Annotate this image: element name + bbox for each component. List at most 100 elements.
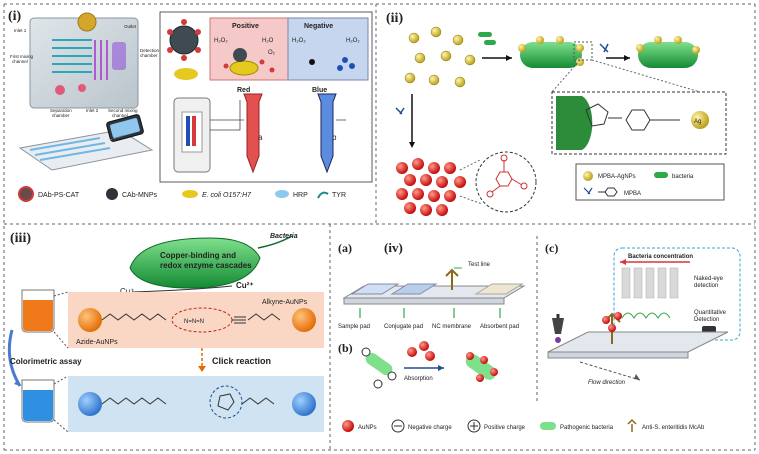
product-box: [68, 376, 324, 432]
ag-particle: [691, 111, 709, 129]
bacterium-bound: [520, 42, 582, 68]
inlet1-label: Inlet 1: [14, 28, 27, 33]
red-label: Red: [237, 87, 250, 94]
naked-eye-label2: detection: [694, 283, 718, 289]
mcab-icon: [627, 418, 637, 432]
alkyne-aunp: [292, 308, 316, 332]
chip-phone-illustration: [18, 114, 154, 171]
absorption-scheme: Absorption: [361, 341, 498, 389]
cascade-line2: redox enzyme cascades: [160, 261, 252, 270]
alkyne-label: Alkyne-AuNPs: [262, 299, 308, 306]
legend-aunps: AuNPs: [358, 425, 377, 431]
panel-i: (i) Inlet 1 First mixing channel Separat…: [8, 9, 373, 202]
positive-o2: O₂: [268, 50, 276, 56]
second-channel-label: channel: [112, 113, 128, 118]
pathogenic-bacteria-icon: [540, 422, 556, 430]
ag-label: Ag: [694, 119, 701, 125]
panel-i-legend: DAb-PS-CAT CAb-MNPs E. coli O157:H7 HRP …: [18, 186, 346, 202]
cu1-label: Cu⁺: [120, 287, 134, 296]
sample-pad-label: Sample pad: [338, 324, 370, 330]
panel-ii-label: (ii): [386, 11, 403, 26]
absorption-label: Absorption: [404, 376, 433, 382]
conjugate-pad-label: Conjugate pad: [384, 324, 423, 330]
panel-iv-label: (iv): [384, 240, 403, 255]
aunps-icon: [342, 420, 354, 432]
positive-label: Positive: [232, 23, 259, 30]
bacteria-icon: [654, 172, 668, 178]
separation-chamber-label: chamber: [52, 113, 70, 118]
cab-mnps-icon: [106, 188, 118, 200]
quantitative-label2: Detection: [694, 317, 719, 323]
panel-iv-legend: AuNPs Negative charge Positive charge Pa…: [342, 418, 705, 433]
positive-h2o: H₂O: [262, 38, 274, 44]
tube-b-label: b: [332, 133, 337, 142]
aggregate-np-right: [292, 392, 316, 416]
mpba-icon: [583, 187, 593, 195]
flow-direction-label: Flow direction: [588, 380, 626, 386]
azide-label: Azide-AuNPs: [76, 339, 118, 346]
sub-c-label: (c): [545, 241, 558, 255]
tubes: Red a Blue b: [173, 87, 346, 174]
detection-scheme: Bacteria concentration Naked-eye detecti…: [547, 247, 741, 386]
panel-ii-legend: [575, 163, 725, 201]
detection-chamber-label: chamber: [140, 53, 158, 58]
positive-box: Positive H₂O₂ H₂O O₂: [209, 17, 289, 81]
bacteria-concentration-label: Bacteria concentration: [628, 254, 693, 260]
quantitative-label1: Quantitative: [694, 310, 727, 316]
ecoli-icon: [182, 190, 198, 198]
legend-hrp: HRP: [293, 192, 308, 199]
colorimetric-label: Colorimetric assay: [10, 357, 82, 366]
negative-label: Negative: [304, 23, 333, 30]
legend-mpba: MPBA: [624, 191, 641, 197]
mpba-agnps-icon: [583, 171, 593, 181]
zoom-circle: [475, 151, 537, 213]
legend-positive: Positive charge: [484, 425, 526, 431]
mpba-agnps-cluster: [404, 26, 476, 88]
panel-i-label: (i): [8, 9, 22, 24]
tyr-icon: [317, 191, 329, 199]
azide-aunp: [78, 308, 102, 332]
legend-pathogenic: Pathogenic bacteria: [560, 425, 614, 431]
panel-iii: (iii) Bacteria Copper-binding and redox …: [7, 231, 324, 433]
legend-tyr: TYR: [332, 192, 346, 199]
first-mixing-label: First mixing: [10, 54, 33, 59]
bacteria-label: Bacteria: [270, 233, 298, 240]
separation-label: Separation: [50, 108, 72, 113]
test-line-label: Test line: [468, 262, 491, 268]
test-line-antibody: [445, 268, 459, 290]
panel-iv: (iv) (a) (b) (c) Test line Sample pad Co…: [338, 240, 741, 433]
capture-complex: [167, 19, 201, 80]
small-bacteria: [478, 32, 496, 45]
second-mixing-label: Second mixing: [108, 108, 138, 113]
aggregate-np-left: [78, 392, 102, 416]
sub-a-label: (a): [338, 241, 352, 255]
click-reaction-label: Click reaction: [212, 356, 271, 366]
panel-dividers: [3, 3, 756, 451]
blue-label: Blue: [312, 87, 327, 94]
legend-mpba-agnps: MPBA-AgNPs: [598, 174, 636, 180]
naked-eye-label1: Naked-eye: [694, 276, 724, 282]
negative-box: Negative H₂O₂ H₂O₂: [287, 17, 369, 81]
cu2-label: Cu²⁺: [236, 281, 254, 290]
cascade-line1: Copper-binding and: [160, 251, 236, 260]
nc-membrane-label: NC membrane: [432, 324, 472, 330]
sub-b-label: (b): [338, 341, 353, 355]
legend-mcab: Anti-S. enteritidis McAb: [642, 425, 705, 431]
inlet2-label: Inlet 2: [86, 108, 99, 113]
first-channel-label: channel: [12, 59, 28, 64]
panel-iii-label: (iii): [10, 231, 31, 246]
reactant-box: [68, 292, 324, 348]
absorbent-pad-label: Absorbent pad: [480, 324, 519, 330]
red-aggregate: [396, 158, 466, 216]
legend-dab-ps-cat: DAb-PS-CAT: [38, 192, 80, 199]
bacterium-labeled: [638, 42, 698, 68]
outlet-label: Outlet: [124, 24, 137, 29]
panel-ii: (ii) Ag: [386, 11, 727, 216]
legend-bacteria: bacteria: [672, 174, 694, 180]
positive-h2o2: H₂O₂: [214, 38, 228, 44]
legend-negative: Negative charge: [408, 425, 452, 431]
lateral-flow-strip: Test line Sample pad Conjugate pad NC me…: [338, 262, 526, 330]
hrp-icon: [275, 190, 289, 198]
colorimetric-vials: Colorimetric assay: [7, 289, 82, 433]
